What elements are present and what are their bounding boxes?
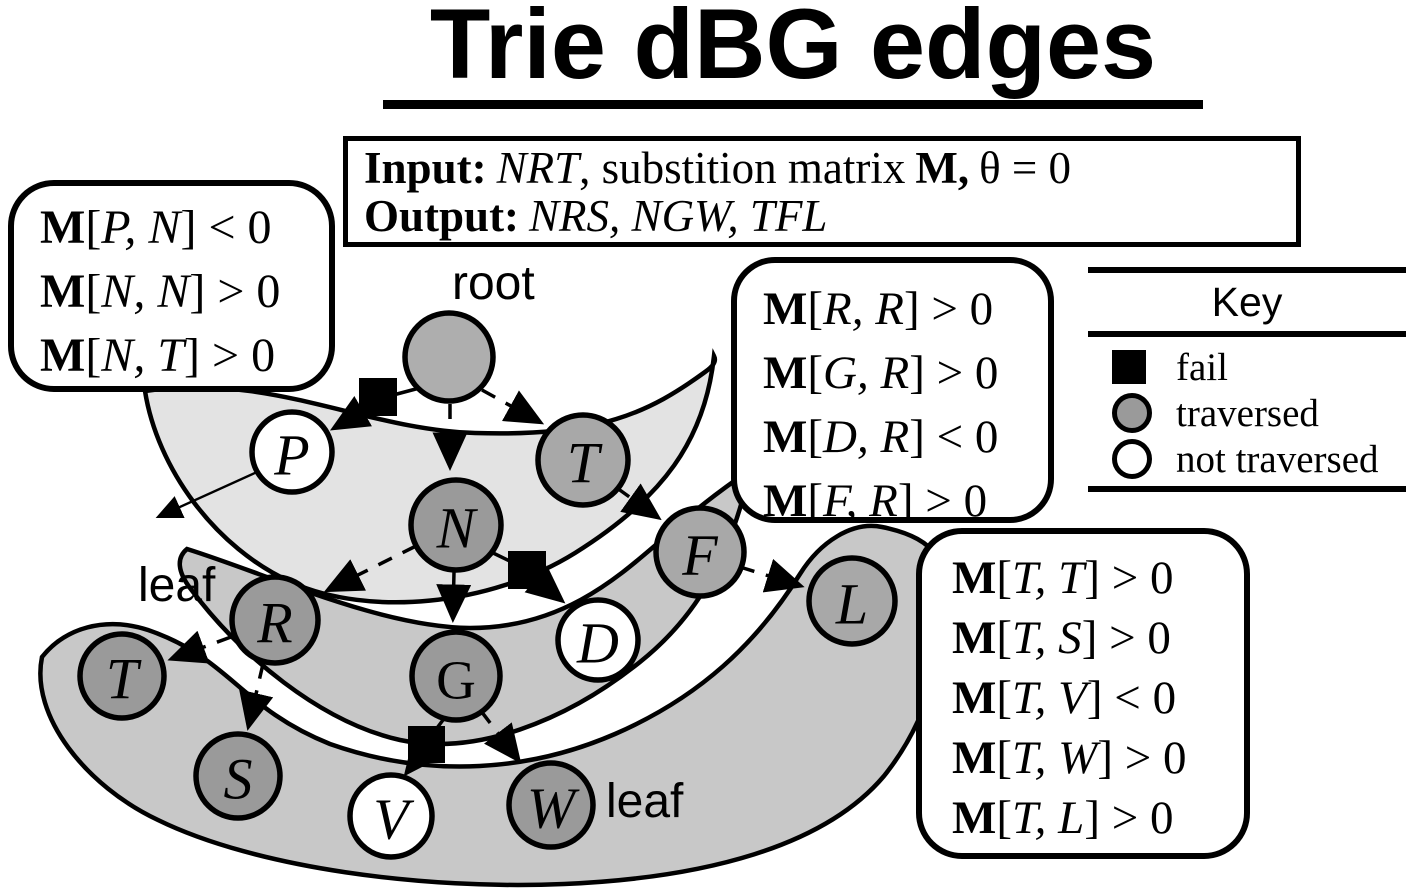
node-S-label: S bbox=[224, 747, 253, 812]
edge-root-to-T bbox=[481, 388, 545, 425]
input-label: Input: bbox=[364, 143, 487, 193]
node-T-leaf bbox=[77, 631, 167, 721]
node-N bbox=[408, 477, 504, 573]
fail-square-N-D bbox=[508, 551, 546, 589]
legend-row-fail: fail bbox=[1112, 344, 1406, 390]
edge-R-to-Tleaf bbox=[167, 630, 232, 664]
formula-line: M[T, W] > 0 bbox=[952, 732, 1187, 784]
node-D-label: D bbox=[576, 611, 619, 676]
formula-line: M[F, R] > 0 bbox=[763, 475, 988, 527]
leaf-label-right: leaf bbox=[606, 775, 684, 828]
node-F bbox=[653, 505, 747, 599]
formula-line: M[R, R] > 0 bbox=[763, 283, 994, 335]
node-G-label: G bbox=[436, 650, 476, 711]
leaf-label-left: leaf bbox=[138, 559, 216, 612]
node-L-label: L bbox=[835, 572, 868, 637]
callout-box-pn: M[P, N] < 0 M[N, N] > 0 M[N, T] > 0 bbox=[8, 180, 335, 392]
edge-N-to-G bbox=[436, 571, 472, 623]
page-title: Trie dBG edges bbox=[383, 0, 1203, 109]
fail-square-G-V bbox=[408, 726, 445, 763]
legend-title: Key bbox=[1088, 267, 1406, 337]
legend: Key fail traversed not traversed bbox=[1088, 267, 1406, 492]
node-F-label: F bbox=[681, 523, 718, 588]
legend-items: fail traversed not traversed bbox=[1088, 337, 1406, 492]
formula-line: M[T, S] > 0 bbox=[952, 612, 1171, 664]
callout-box-tt: M[T, T] > 0 M[T, S] > 0 M[T, V] < 0 M[T,… bbox=[916, 528, 1250, 859]
edge-R-to-S bbox=[239, 663, 274, 731]
formula-line: M[P, N] < 0 bbox=[40, 201, 272, 254]
node-P bbox=[249, 409, 335, 495]
node-S bbox=[193, 731, 283, 821]
edge-G-to-W bbox=[479, 709, 522, 764]
output-value: NRS, NGW, TFL bbox=[529, 191, 828, 241]
node-P-label: P bbox=[273, 423, 309, 488]
edge-T-to-F bbox=[615, 483, 662, 521]
formula-line: M[D, R] < 0 bbox=[763, 411, 999, 463]
node-root bbox=[402, 310, 496, 404]
callout-box-rr: M[R, R] > 0 M[G, R] > 0 M[D, R] < 0 M[F,… bbox=[731, 257, 1054, 527]
node-W bbox=[506, 760, 596, 850]
node-R-label: R bbox=[256, 591, 292, 656]
io-output-line: Output:NRS, NGW, TFL bbox=[364, 192, 1296, 240]
node-T-leaf-label: T bbox=[106, 647, 142, 712]
node-T-label: T bbox=[567, 431, 603, 496]
node-N-label: N bbox=[436, 496, 479, 561]
node-T bbox=[535, 412, 631, 508]
root-label: root bbox=[452, 257, 535, 310]
legend-row-traversed: traversed bbox=[1112, 390, 1406, 436]
fail-square-root-P bbox=[359, 378, 397, 416]
legend-label: traversed bbox=[1176, 391, 1319, 435]
node-V bbox=[347, 772, 435, 860]
fail-square-icon bbox=[1112, 350, 1146, 384]
input-matrix-symbol: M, bbox=[915, 143, 970, 193]
edge-P-to-outside bbox=[155, 465, 269, 519]
node-D bbox=[555, 597, 641, 683]
formula-line: M[N, N] > 0 bbox=[40, 265, 281, 318]
not-traversed-circle-icon bbox=[1112, 439, 1152, 479]
formula-line: M[G, R] > 0 bbox=[763, 347, 999, 399]
legend-label: fail bbox=[1176, 345, 1228, 389]
node-W-label: W bbox=[527, 776, 580, 841]
legend-row-not-traversed: not traversed bbox=[1112, 436, 1406, 482]
traversed-circle-icon bbox=[1112, 393, 1152, 433]
edge-F-to-L bbox=[739, 558, 805, 593]
input-mid-text: , substition matrix bbox=[579, 143, 906, 193]
node-V-label: V bbox=[373, 787, 415, 852]
formula-line: M[N, T] > 0 bbox=[40, 329, 276, 382]
input-theta: θ = 0 bbox=[979, 143, 1072, 193]
output-label: Output: bbox=[364, 191, 520, 241]
node-L bbox=[806, 555, 898, 647]
legend-label: not traversed bbox=[1176, 437, 1379, 481]
formula-line: M[T, V] < 0 bbox=[952, 672, 1177, 724]
formula-line: M[T, T] > 0 bbox=[952, 552, 1174, 604]
node-G bbox=[409, 629, 503, 723]
input-sequence: NRT bbox=[496, 143, 580, 193]
node-R bbox=[229, 574, 321, 666]
formula-line: M[T, L] > 0 bbox=[952, 792, 1174, 844]
